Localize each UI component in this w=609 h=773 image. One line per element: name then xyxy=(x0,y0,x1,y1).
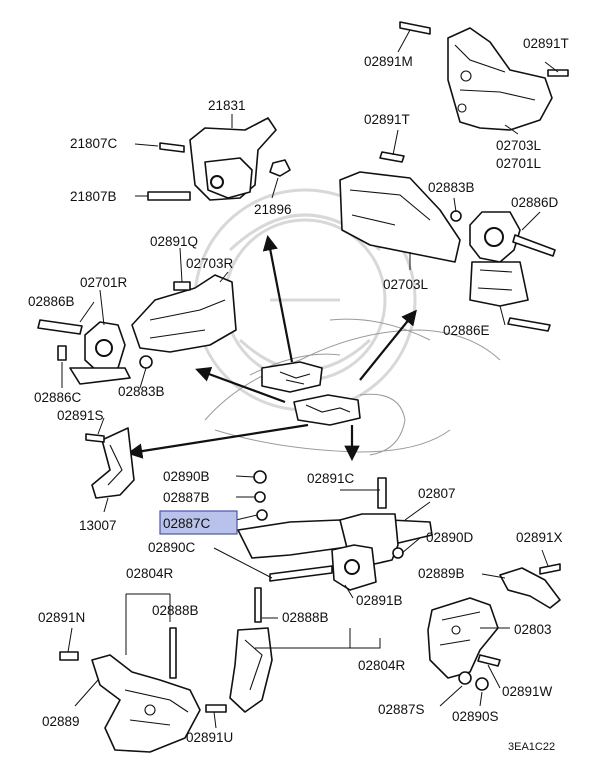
label-02803[interactable]: 02803 xyxy=(514,622,552,637)
part-labels: 02891M 02891T 02891T 02703L 02701L 02883… xyxy=(28,36,569,753)
label-02891T-mid[interactable]: 02891T xyxy=(364,112,410,127)
label-02883B-right[interactable]: 02883B xyxy=(428,180,475,195)
bracket-13007 xyxy=(85,427,135,499)
label-02804R-bottom[interactable]: 02804R xyxy=(358,658,406,673)
label-02891M[interactable]: 02891M xyxy=(364,54,413,69)
label-02891T-top[interactable]: 02891T xyxy=(523,36,569,51)
pointer-arrows xyxy=(126,234,417,462)
label-02887C[interactable]: 02887C xyxy=(163,516,211,531)
label-02891S[interactable]: 02891S xyxy=(57,408,104,423)
mount-02701L xyxy=(339,151,556,332)
label-02890D[interactable]: 02890D xyxy=(426,530,474,545)
label-02887B[interactable]: 02887B xyxy=(163,490,210,505)
label-02890C[interactable]: 02890C xyxy=(148,540,196,555)
bracket-02703L-upper xyxy=(399,21,569,131)
highlight-box xyxy=(159,510,238,535)
bracket-02804R-center xyxy=(205,587,273,713)
label-02703L-a[interactable]: 02703L xyxy=(496,138,542,153)
leader-lines xyxy=(61,29,559,729)
label-02891Q[interactable]: 02891Q xyxy=(150,234,198,249)
label-02888B-mid[interactable]: 02888B xyxy=(282,610,329,625)
label-02883B-left[interactable]: 02883B xyxy=(118,384,165,399)
bracket-02804R-left xyxy=(59,627,201,753)
label-02891C[interactable]: 02891C xyxy=(307,471,355,486)
bracket-02803 xyxy=(427,597,501,691)
label-02703R[interactable]: 02703R xyxy=(186,256,234,271)
mount-02807 xyxy=(237,470,433,591)
label-02889[interactable]: 02889 xyxy=(42,714,80,729)
label-02889B[interactable]: 02889B xyxy=(418,566,465,581)
diagram-code: 3EA1C22 xyxy=(508,741,555,753)
label-02886E[interactable]: 02886E xyxy=(443,323,490,338)
label-02701L[interactable]: 02701L xyxy=(496,156,542,171)
label-02890S[interactable]: 02890S xyxy=(452,709,499,724)
label-02886C[interactable]: 02886C xyxy=(34,390,82,405)
label-02887S[interactable]: 02887S xyxy=(378,702,425,717)
label-02807[interactable]: 02807 xyxy=(418,486,456,501)
mount-02701R xyxy=(37,274,237,385)
label-02886D[interactable]: 02886D xyxy=(511,195,559,210)
engine-sketch xyxy=(261,361,361,426)
label-21831[interactable]: 21831 xyxy=(208,98,246,113)
label-02886B[interactable]: 02886B xyxy=(28,294,75,309)
label-02804R-top[interactable]: 02804R xyxy=(126,566,174,581)
label-02891U[interactable]: 02891U xyxy=(186,730,233,745)
bracket-21831 xyxy=(147,117,291,201)
label-21807B[interactable]: 21807B xyxy=(70,189,117,204)
bracket-02889B xyxy=(499,563,561,609)
label-13007[interactable]: 13007 xyxy=(79,518,117,533)
label-21896[interactable]: 21896 xyxy=(254,202,292,217)
label-02888B-left[interactable]: 02888B xyxy=(152,603,199,618)
label-02703L-b[interactable]: 02703L xyxy=(383,277,429,292)
label-21807C[interactable]: 21807C xyxy=(70,136,118,151)
label-02891N[interactable]: 02891N xyxy=(38,610,85,625)
label-02701R[interactable]: 02701R xyxy=(80,275,128,290)
label-02891X[interactable]: 02891X xyxy=(516,530,563,545)
label-02890B[interactable]: 02890B xyxy=(163,469,210,484)
label-02891W[interactable]: 02891W xyxy=(502,684,553,699)
label-02891B[interactable]: 02891B xyxy=(356,593,403,608)
